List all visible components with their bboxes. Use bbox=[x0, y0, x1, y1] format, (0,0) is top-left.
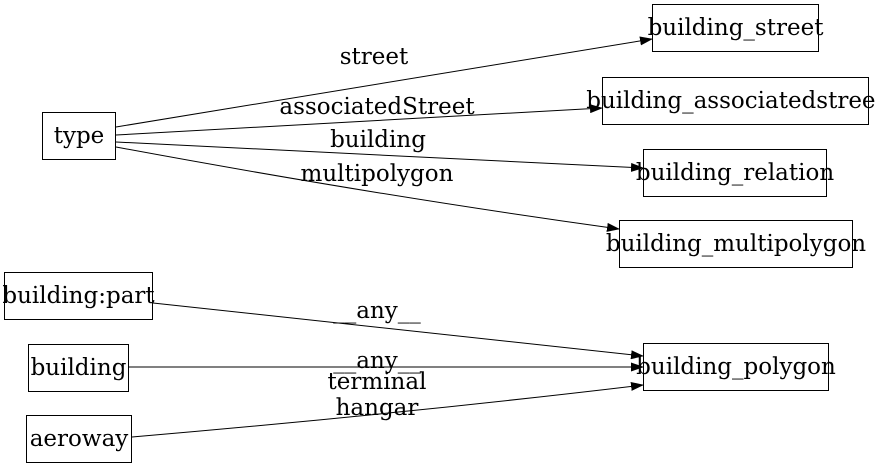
edge-label-terminal-hangar: terminal hangar bbox=[327, 369, 427, 421]
edge-type-building_street bbox=[115, 36, 653, 128]
edge-type-building_relation bbox=[115, 141, 644, 172]
node-aeroway: aeroway bbox=[26, 415, 132, 463]
edge-type-building_multipolygon bbox=[115, 146, 620, 232]
node-building-associatedstreet-label: building_associatedstreet bbox=[586, 87, 875, 114]
node-aeroway-label: aeroway bbox=[29, 425, 129, 452]
edge-label-street: street bbox=[339, 44, 409, 70]
node-building-polygon-label: building_polygon bbox=[636, 353, 836, 380]
edge-label-any-2: __any__ bbox=[333, 348, 421, 374]
edge-buildingpart-building_polygon bbox=[152, 302, 644, 360]
node-building-relation: building_relation bbox=[636, 149, 834, 197]
node-building-label: building bbox=[30, 354, 127, 381]
node-building-street: building_street bbox=[648, 4, 823, 52]
edge-label-building: building bbox=[330, 127, 426, 153]
edge-type-building_associatedstreet bbox=[115, 104, 603, 136]
node-building-street-label: building_street bbox=[647, 14, 824, 41]
edge-label-multipolygon: multipolygon bbox=[300, 161, 454, 187]
node-building-part: building:part bbox=[2, 272, 155, 320]
edge-label-any-1: __any__ bbox=[333, 298, 421, 324]
node-building-polygon: building_polygon bbox=[636, 343, 836, 391]
node-building-multipolygon: building_multipolygon bbox=[606, 220, 866, 268]
node-building-part-label: building:part bbox=[2, 282, 155, 309]
node-building: building bbox=[28, 344, 129, 392]
node-building-multipolygon-label: building_multipolygon bbox=[605, 230, 867, 257]
node-type-label: type bbox=[53, 122, 105, 149]
node-building-relation-label: building_relation bbox=[635, 159, 835, 186]
edge-aeroway-building_polygon bbox=[131, 381, 644, 438]
node-building-associatedstreet: building_associatedstreet bbox=[586, 77, 875, 125]
edge-label-associatedstreet: associatedStreet bbox=[279, 94, 475, 120]
node-type: type bbox=[42, 112, 116, 160]
